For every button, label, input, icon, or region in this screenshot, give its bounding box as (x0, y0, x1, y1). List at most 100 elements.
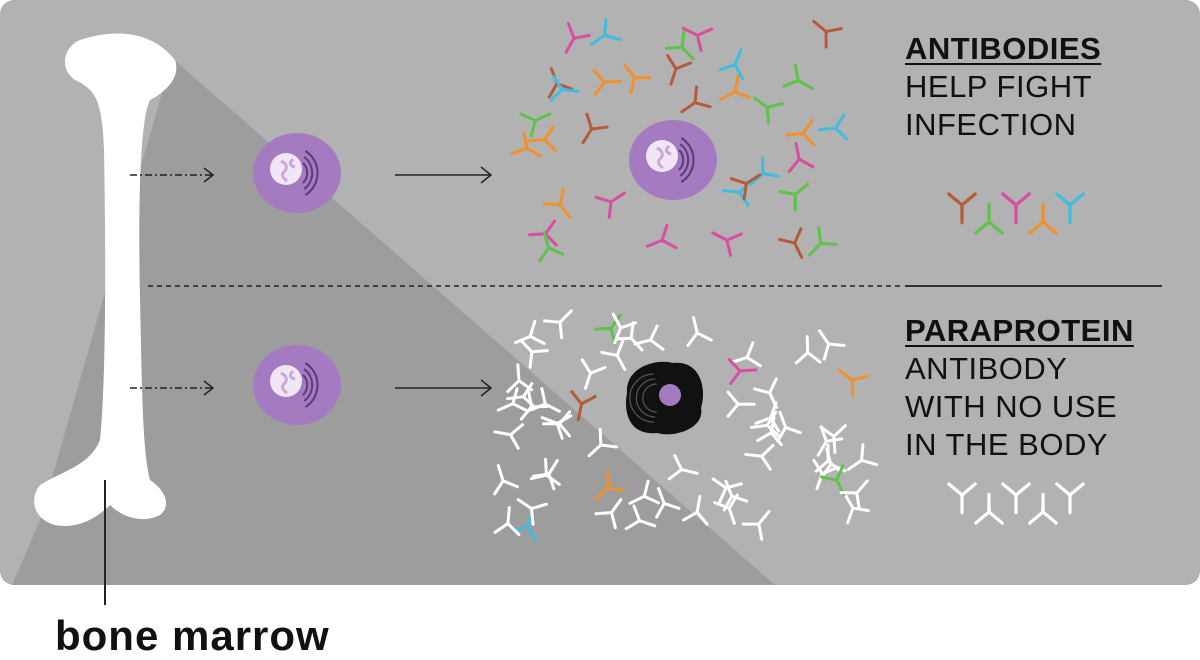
antibody-legend-icons (947, 192, 1085, 235)
antibody (752, 96, 784, 125)
paraprotein-line-2: WITH NO USE (905, 389, 1118, 424)
paraprotein-label: PARAPROTEIN ANTIBODY WITH NO USE IN THE … (905, 312, 1134, 464)
antibody (538, 231, 565, 263)
arrow-to-antibodies (395, 166, 493, 184)
paraprotein (516, 498, 548, 526)
paraprotein (514, 319, 546, 346)
antibody (681, 26, 714, 53)
paraprotein (667, 454, 699, 481)
paraprotein (624, 504, 657, 531)
paraprotein (816, 425, 844, 457)
paraprotein (843, 492, 870, 525)
paraprotein (686, 315, 713, 348)
antibodies (493, 18, 879, 542)
paraprotein (681, 495, 709, 526)
paraprotein (794, 335, 822, 365)
paraprotein (493, 506, 521, 537)
arrow-from-bone (130, 380, 215, 396)
paraprotein (611, 312, 638, 345)
arrow-to-antibodies (395, 379, 493, 397)
arrows (130, 166, 493, 397)
paraprotein (711, 477, 743, 504)
antibody-icon (1028, 202, 1058, 235)
antibody (589, 18, 622, 46)
paraprotein (818, 329, 846, 361)
paraprotein (730, 341, 762, 368)
paraprotein (587, 427, 618, 458)
antibody (808, 226, 838, 257)
paraprotein-icon (1055, 482, 1085, 515)
antibody (549, 74, 580, 102)
antibody (729, 173, 762, 201)
myeloma-cell (625, 361, 703, 435)
antibody (787, 142, 815, 173)
paraprotein (713, 493, 739, 525)
antibody (542, 187, 572, 219)
paraprotein (531, 458, 559, 491)
antibody (594, 470, 625, 500)
bone-shadow (12, 58, 775, 585)
antibody (727, 358, 758, 386)
antibody (594, 191, 626, 219)
paraprotein-icon (1028, 492, 1058, 525)
antibodies-line-1: HELP FIGHT (905, 69, 1093, 104)
antibody (581, 112, 609, 145)
antibody (778, 182, 810, 212)
antibody (570, 390, 597, 422)
antibodies-line-2: INFECTION (905, 107, 1077, 142)
antibody (719, 74, 752, 101)
paraprotein-line-3: IN THE BODY (905, 427, 1109, 462)
plasma-cell (253, 133, 341, 213)
paraprotein (580, 358, 607, 390)
antibody (664, 30, 695, 61)
antibody (785, 119, 816, 147)
paraprotein-icon (974, 492, 1004, 525)
antibody (718, 48, 744, 80)
antibodies-heading: ANTIBODIES (905, 31, 1102, 66)
bone (34, 33, 177, 526)
antibody (528, 219, 558, 247)
antibody (622, 63, 652, 95)
antibody (666, 54, 692, 86)
antibody (680, 85, 712, 114)
paraprotein-legend-icons (947, 482, 1085, 525)
antibody-icon (947, 192, 977, 225)
antibody-icon (974, 202, 1004, 235)
paraprotein-heading: PARAPROTEIN (905, 313, 1134, 348)
paraprotein-icon (947, 482, 977, 515)
paraprotein (628, 479, 661, 505)
paraprotein (540, 414, 573, 440)
cells (253, 120, 717, 435)
nucleus (659, 384, 681, 406)
antibody (711, 231, 743, 257)
activated-plasma-cell (629, 120, 717, 200)
paraprotein-line-1: ANTIBODY (905, 351, 1068, 386)
antibody (519, 112, 552, 138)
antibody (812, 19, 843, 49)
antibody (782, 63, 814, 90)
paraprotein (776, 410, 802, 443)
antibody (564, 22, 591, 54)
paraprotein (839, 479, 869, 510)
antibody (527, 125, 558, 153)
antibody (837, 368, 869, 398)
paraprotein (519, 338, 549, 369)
antibody-icon (1055, 192, 1085, 225)
paraprotein (633, 324, 665, 351)
paraprotein (496, 387, 529, 413)
paraprotein-icon (1001, 482, 1031, 515)
paraprotein (529, 387, 561, 413)
arrow-from-bone (130, 167, 215, 183)
antibodies-label: ANTIBODIES HELP FIGHT INFECTION (905, 30, 1101, 144)
paraprotein (655, 486, 681, 519)
paraprotein (493, 423, 525, 450)
plasma-cell (253, 345, 341, 425)
paraprotein (600, 339, 627, 371)
paraprotein (846, 443, 879, 471)
paraprotein (543, 309, 573, 340)
antibody (510, 131, 543, 158)
paraprotein (594, 498, 623, 530)
antibody (817, 113, 849, 141)
paraprotein (744, 443, 775, 471)
